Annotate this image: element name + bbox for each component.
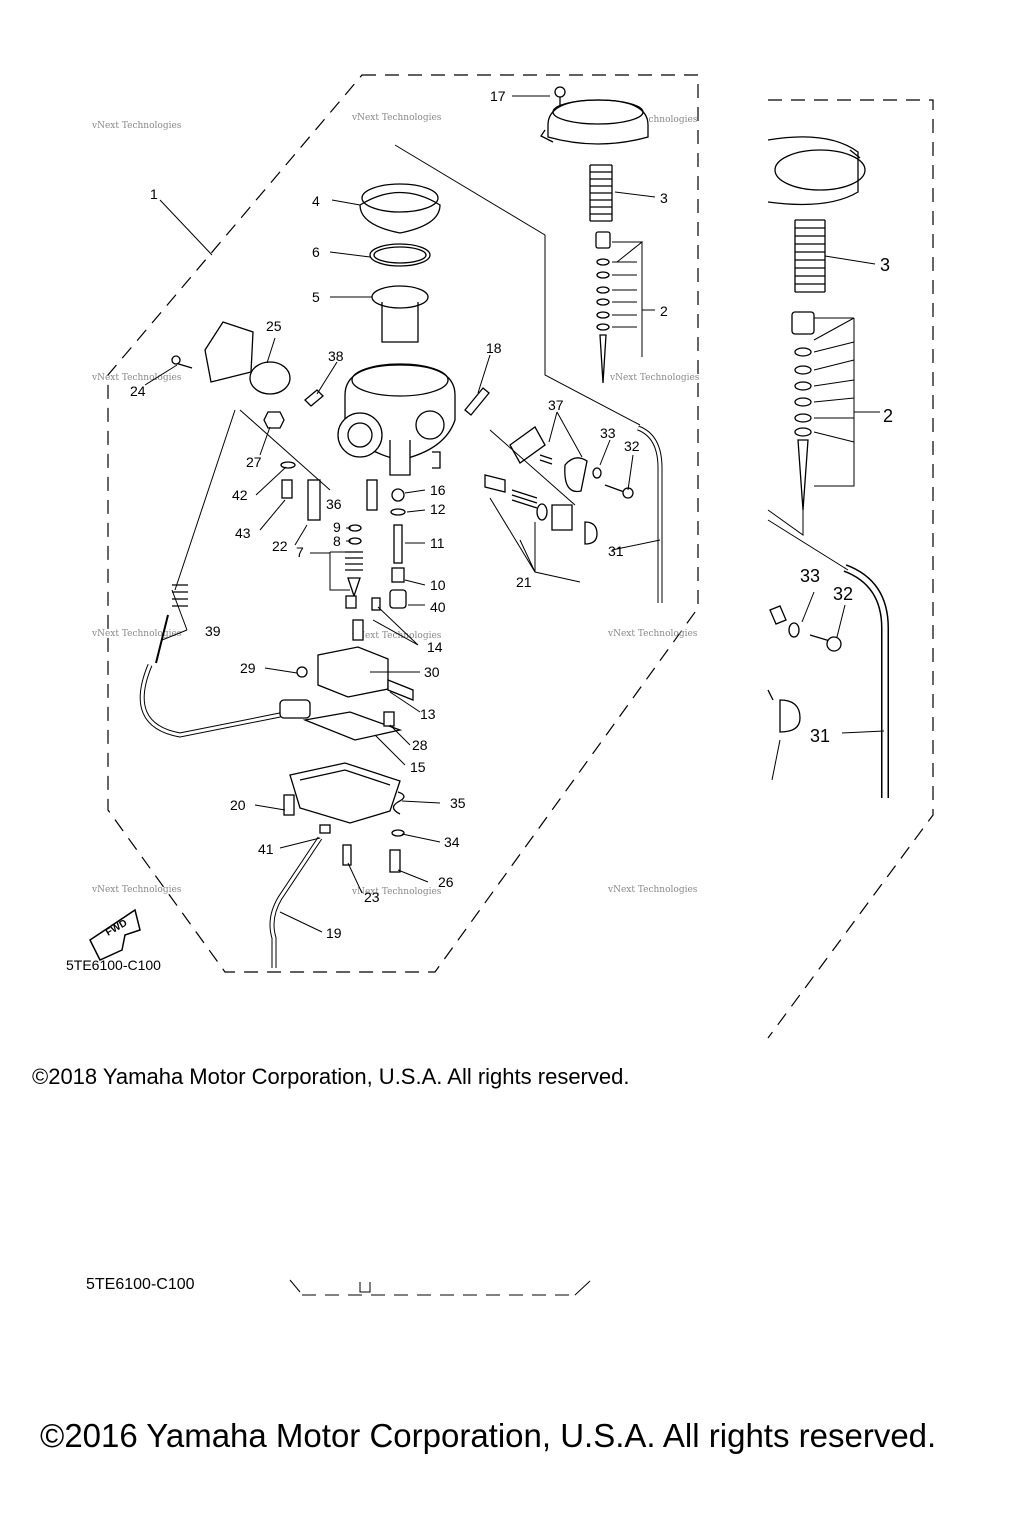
part-label-28: 28 xyxy=(412,737,428,753)
watermark: vNext Technologies xyxy=(91,629,182,639)
watermark: vNext Technologies xyxy=(607,885,698,895)
part-label-36: 36 xyxy=(326,496,342,512)
part-label-17: 17 xyxy=(490,88,506,104)
watermark: vNext Technologies xyxy=(91,373,182,383)
part-label-20: 20 xyxy=(230,797,246,813)
watermark: vNext Technologies xyxy=(351,887,442,897)
part-labels: 1 2 3 4 5 6 7 8 9 10 11 12 13 14 15 16 1… xyxy=(130,88,668,941)
inset-part-label-3: 3 xyxy=(880,255,890,275)
fwd-arrow: FWD xyxy=(89,908,141,961)
copyright-2018: ©2018 Yamaha Motor Corporation, U.S.A. A… xyxy=(32,1064,630,1089)
watermark: vNext Technologies xyxy=(351,631,442,641)
part-label-30: 30 xyxy=(424,664,440,680)
inset-leader-lines xyxy=(767,255,885,781)
inset-part-label-2: 2 xyxy=(883,406,893,426)
part-label-22: 22 xyxy=(272,538,288,554)
part-label-1: 1 xyxy=(150,186,158,202)
part-label-16: 16 xyxy=(430,482,446,498)
diagram-code-bottom: 5TE6100-C100 xyxy=(86,1276,195,1293)
part-label-2: 2 xyxy=(660,303,668,319)
part-label-34: 34 xyxy=(444,834,460,850)
part-label-9: 9 xyxy=(333,519,341,535)
inset-part-label-32: 32 xyxy=(833,584,853,604)
watermark: vNext Technologies xyxy=(91,885,182,895)
part-label-18: 18 xyxy=(486,340,502,356)
part-label-27: 27 xyxy=(246,454,262,470)
part-drawings xyxy=(139,86,663,968)
part-label-11: 11 xyxy=(430,535,445,551)
part-label-13: 13 xyxy=(420,706,436,722)
watermark: vNext Technologies xyxy=(91,121,182,131)
part-label-25: 25 xyxy=(266,318,282,334)
watermark: vNext Technologies xyxy=(351,113,442,123)
part-label-33: 33 xyxy=(600,425,616,441)
part-label-15: 15 xyxy=(410,759,426,775)
part-label-3: 3 xyxy=(660,190,668,206)
part-label-29: 29 xyxy=(240,660,256,676)
copyright-2016: ©2016 Yamaha Motor Corporation, U.S.A. A… xyxy=(40,1417,937,1454)
watermark: vNext Technologies xyxy=(609,373,700,383)
inset-drawings xyxy=(767,136,889,798)
part-label-43: 43 xyxy=(235,525,251,541)
part-label-7: 7 xyxy=(296,544,304,560)
diagram-code-label: 5TE6100-C100 xyxy=(66,957,161,973)
part-label-35: 35 xyxy=(450,795,466,811)
watermark: vNext Technologies xyxy=(607,629,698,639)
part-label-39: 39 xyxy=(205,623,221,639)
part-label-38: 38 xyxy=(328,348,344,364)
watermarks: vNext Technologies vNext Technologies vN… xyxy=(91,113,700,897)
part-label-12: 12 xyxy=(430,501,446,517)
part-label-42: 42 xyxy=(232,487,248,503)
inset-boundary xyxy=(767,99,934,1039)
part-label-37: 37 xyxy=(548,397,564,413)
bottom-fragment-strip xyxy=(289,1279,591,1296)
inset-part-labels: 3 2 33 32 31 xyxy=(800,255,893,746)
inset-part-label-33: 33 xyxy=(800,566,820,586)
assembly-boundary xyxy=(107,74,699,973)
part-label-23: 23 xyxy=(364,889,380,905)
watermark: vNext Technologies xyxy=(607,115,698,125)
part-label-8: 8 xyxy=(333,533,341,549)
part-label-24: 24 xyxy=(130,383,146,399)
part-label-5: 5 xyxy=(312,289,320,305)
part-label-19: 19 xyxy=(326,925,342,941)
part-label-21: 21 xyxy=(516,574,532,590)
part-label-4: 4 xyxy=(312,193,320,209)
leader-lines xyxy=(144,95,661,933)
part-label-40: 40 xyxy=(430,599,446,615)
part-label-26: 26 xyxy=(438,874,454,890)
part-label-32: 32 xyxy=(624,438,640,454)
inset-part-label-31: 31 xyxy=(810,726,830,746)
part-label-6: 6 xyxy=(312,244,320,260)
part-label-10: 10 xyxy=(430,577,446,593)
part-label-41: 41 xyxy=(258,841,274,857)
part-label-14: 14 xyxy=(427,639,443,655)
part-label-31: 31 xyxy=(608,543,624,559)
